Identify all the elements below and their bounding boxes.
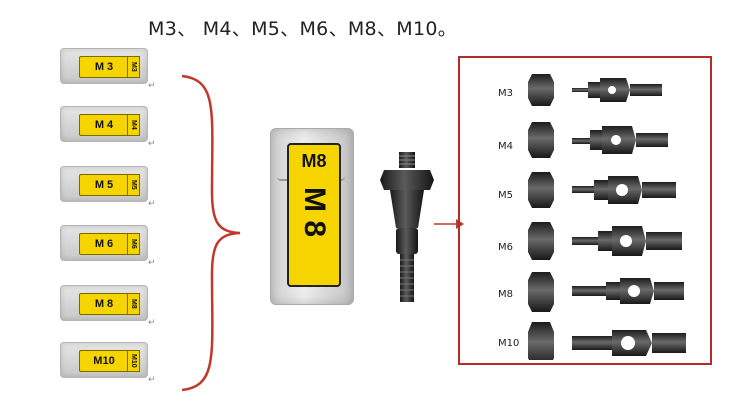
mandrel-label: M5	[498, 190, 513, 201]
mandrel-label: M3	[498, 88, 513, 99]
mandrel-label: M10	[498, 338, 520, 349]
pack-m3: M 3 M3	[60, 48, 148, 84]
pack-side-label: M10	[127, 350, 140, 372]
pack-large-label: M8 M 8	[287, 143, 341, 287]
pack-m8: M 8 M8	[60, 285, 148, 321]
mandrel-frame	[458, 56, 712, 365]
return-mark: ↵	[148, 374, 156, 384]
mandrel-label: M4	[498, 141, 513, 152]
pack-side-label: M3	[127, 56, 140, 78]
pack-label: M 5	[79, 174, 129, 196]
pack-large-line1: M8	[301, 151, 327, 171]
curly-brace-icon	[181, 74, 241, 392]
return-mark: ↵	[148, 317, 156, 327]
return-mark: ↵	[148, 198, 156, 208]
return-mark: ↵	[148, 80, 156, 90]
pack-side-label: M5	[127, 174, 140, 196]
return-mark: ↵	[148, 138, 156, 148]
pack-label: M10	[79, 350, 129, 372]
pack-label: M 3	[79, 56, 129, 78]
rivet-tool-head-icon	[380, 152, 434, 302]
mandrel-label: M8	[498, 289, 513, 300]
pack-m5: M 5 M5	[60, 166, 148, 202]
pack-m6: M 6 M6	[60, 225, 148, 261]
pack-side-label: M4	[127, 114, 140, 136]
pack-m8-large: M8 M 8	[270, 128, 354, 305]
pack-label: M 8	[79, 293, 129, 315]
pack-side-label: M6	[127, 233, 140, 255]
pack-label: M 4	[79, 114, 129, 136]
return-mark: ↵	[148, 257, 156, 267]
pack-m4: M 4 M4	[60, 106, 148, 142]
sizes-title: M3、 M4、M5、M6、M8、M10。	[148, 18, 458, 40]
mandrel-set-icon	[528, 74, 686, 360]
pack-side-label: M8	[127, 293, 140, 315]
pack-m10: M10 M10	[60, 342, 148, 378]
pack-label: M 6	[79, 233, 129, 255]
pack-large-line2: M 8	[298, 187, 331, 238]
mandrel-label: M6	[498, 242, 513, 253]
